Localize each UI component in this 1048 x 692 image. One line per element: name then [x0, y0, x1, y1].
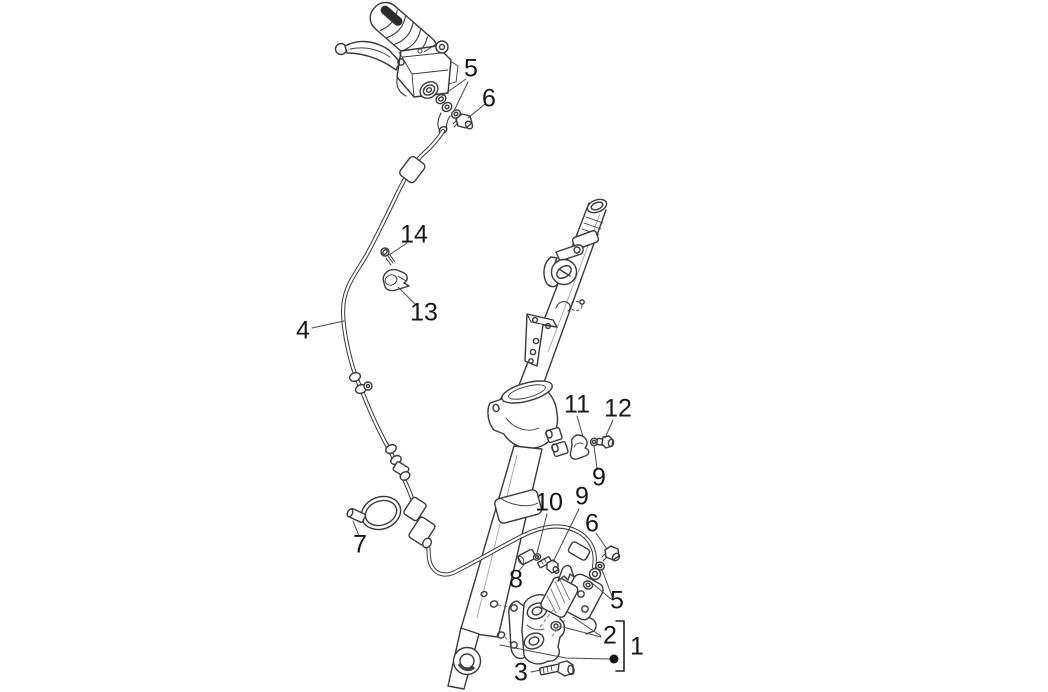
brake-pads — [539, 564, 604, 637]
callout-6-low: 6 — [585, 509, 599, 538]
callout-5-low: 5 — [610, 586, 624, 615]
callout-12: 12 — [604, 394, 632, 423]
callout-5-top: 5 — [464, 54, 478, 83]
callout-8: 8 — [509, 565, 523, 594]
callout-4: 4 — [296, 316, 310, 345]
brake-lever-master-cylinder — [334, 1, 459, 99]
hose-fittings — [348, 155, 602, 581]
pad-spring-clip — [557, 564, 575, 582]
group-bracket — [609, 620, 625, 672]
callout-2: 2 — [603, 621, 617, 650]
callout-11: 11 — [564, 390, 590, 419]
caliper-banjo-hardware — [582, 545, 621, 590]
caliper-mount-bolt — [538, 660, 575, 677]
callout-13: 13 — [410, 298, 438, 327]
callout-10: 10 — [535, 488, 563, 517]
screw-and-cable-clamp — [380, 247, 410, 292]
fork-assembly — [447, 198, 608, 690]
callout-14: 14 — [400, 220, 428, 249]
callout-3: 3 — [514, 658, 528, 687]
callout-7: 7 — [353, 530, 367, 559]
callout-6-top: 6 — [482, 84, 496, 113]
callout-9-mid: 9 — [592, 463, 606, 492]
bleed-valve-hardware — [517, 548, 560, 574]
banjo-washers-top — [435, 93, 462, 135]
callout-1: 1 — [630, 632, 644, 661]
group-dot — [609, 654, 619, 664]
hose-clamp-ring — [346, 495, 402, 531]
hose-bracket-washer-bolt — [569, 434, 615, 460]
leader-lines — [311, 78, 614, 673]
callout-9-low: 9 — [575, 482, 589, 511]
